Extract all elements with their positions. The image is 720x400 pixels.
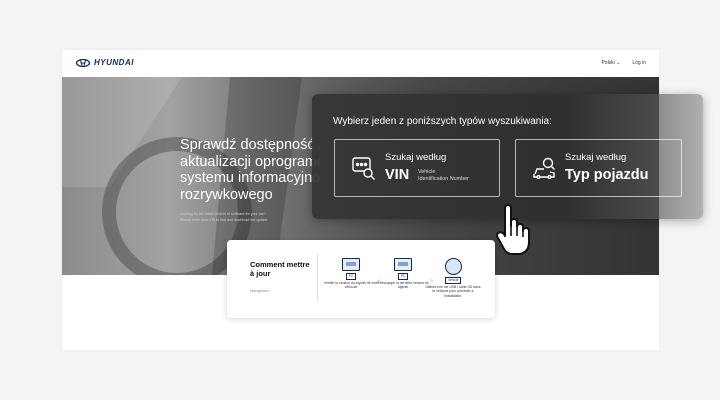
arrow-right-icon: ›	[378, 278, 380, 284]
vin-option-description: Vehicle Identification Number	[418, 169, 469, 182]
search-by-vehicle-type-button[interactable]: Szukaj według Typ pojazdu	[515, 139, 682, 197]
step-download: PC Télécharger la dernière version du lo…	[375, 258, 431, 290]
step-check-version: PC Vérifier la version du logiciel de mo…	[323, 258, 379, 290]
vin-search-icon	[352, 157, 375, 180]
logo-text: HYUNDAI	[94, 58, 134, 67]
search-by-vin-button[interactable]: Szukaj według VIN Vehicle Identification…	[334, 139, 500, 197]
overlay-title: Wybierz jeden z poniższych typów wyszuki…	[333, 116, 552, 127]
header-nav: Polski ⌄ Log in	[601, 60, 646, 66]
pc-download-icon	[394, 258, 412, 271]
arrow-right-icon: ›	[431, 278, 433, 284]
car-search-icon	[533, 157, 555, 180]
site-header: HYUNDAI Polski ⌄ Log in	[62, 50, 659, 77]
vin-option-title: VIN	[385, 167, 410, 183]
how-to-update-card: Comment mettre à jour Navigation › PC Vé…	[227, 240, 495, 318]
hand-pointer-cursor-icon	[496, 204, 530, 255]
usb-install-icon	[444, 258, 462, 275]
hero-title: Sprawdź dostępność aktualizacji oprogram…	[180, 137, 320, 203]
search-type-overlay: Wybierz jeden z poniższych typów wyszuki…	[312, 94, 703, 219]
vehicle-type-option-title: Typ pojazdu	[565, 167, 649, 183]
divider	[317, 254, 318, 302]
hyundai-emblem-icon	[76, 58, 90, 67]
how-to-title: Comment mettre à jour	[250, 260, 310, 278]
hero-subtitle: Looking for the latest version of softwa…	[180, 212, 269, 222]
navigation-link[interactable]: Navigation ›	[250, 288, 272, 293]
hyundai-logo[interactable]: HYUNDAI	[76, 58, 134, 67]
vehicle-type-option-label: Szukaj według	[565, 152, 627, 163]
language-selector[interactable]: Polski ⌄	[601, 60, 621, 66]
step-install: Véhicle Utilisez une clé USB / carte SD …	[425, 258, 481, 298]
pc-monitor-icon	[342, 258, 360, 271]
login-link[interactable]: Log in	[632, 60, 646, 66]
vin-option-label: Szukaj według	[385, 152, 447, 163]
